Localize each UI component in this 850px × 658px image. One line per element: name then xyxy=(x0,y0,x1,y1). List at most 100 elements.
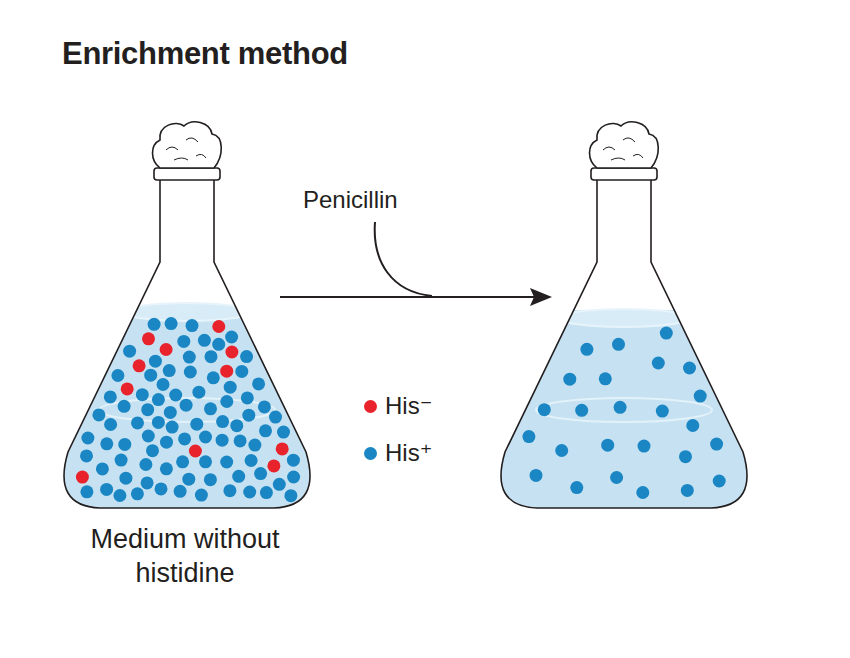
left-flask xyxy=(40,122,340,526)
bacterium-dot xyxy=(100,483,113,496)
bacterium-dot xyxy=(259,424,272,437)
bacterium-dot xyxy=(563,373,576,386)
bacterium-dot xyxy=(123,345,136,358)
bacterium-dot xyxy=(254,467,267,480)
process-arrow xyxy=(280,222,552,306)
bacterium-dot xyxy=(174,485,187,498)
bacterium-dot xyxy=(636,486,649,499)
bacterium-dot xyxy=(216,434,229,447)
bacterium-dot xyxy=(155,482,168,495)
bacterium-dot xyxy=(220,456,233,469)
diagram-title: Enrichment method xyxy=(62,36,348,72)
bacterium-dot xyxy=(599,372,612,385)
bacterium-dot xyxy=(225,331,238,344)
bacterium-dot xyxy=(184,366,197,379)
bacterium-dot xyxy=(240,350,253,363)
bacterium-dot xyxy=(169,389,182,402)
bacterium-dot xyxy=(245,454,258,467)
bacterium-dot xyxy=(656,405,669,418)
bacterium-dot xyxy=(160,436,173,449)
bacterium-dot xyxy=(96,462,109,475)
bacterium-dot xyxy=(76,471,89,484)
bacterium-dot xyxy=(241,391,254,404)
bacterium-dot xyxy=(652,357,665,370)
bacterium-dot xyxy=(92,408,105,421)
bacterium-dot xyxy=(141,476,154,489)
bacterium-dot xyxy=(276,442,289,455)
bacterium-dot xyxy=(183,351,196,364)
bacterium-dot xyxy=(248,439,261,452)
bacterium-dot xyxy=(235,365,248,378)
bacterium-dot xyxy=(273,478,286,491)
bacterium-dot xyxy=(204,473,217,486)
bacterium-dot xyxy=(660,327,673,340)
bacterium-dot xyxy=(212,338,225,351)
bacterium-dot xyxy=(220,395,233,408)
bacterium-dot xyxy=(160,462,173,475)
bacterium-dot xyxy=(612,338,625,351)
bacterium-dot xyxy=(686,419,699,432)
bacterium-dot xyxy=(131,487,144,500)
bacterium-dot xyxy=(195,489,208,502)
bacterium-dot xyxy=(258,400,271,413)
bacterium-dot xyxy=(267,459,280,472)
bacterium-dot xyxy=(136,388,149,401)
legend-swatch xyxy=(364,400,377,413)
legend-item: His⁺ xyxy=(364,439,432,467)
bacterium-dot xyxy=(232,470,245,483)
bacterium-dot xyxy=(242,409,255,422)
bacterium-dot xyxy=(220,365,233,378)
bacterium-dot xyxy=(180,399,193,412)
bacterium-dot xyxy=(100,437,113,450)
bacterium-dot xyxy=(141,403,154,416)
bacterium-dot xyxy=(142,332,155,345)
bacterium-dot xyxy=(199,431,212,444)
bacterium-dot xyxy=(115,454,128,467)
bacterium-dot xyxy=(223,484,236,497)
bacterium-dot xyxy=(131,416,144,429)
bacterium-dot xyxy=(149,355,162,368)
right-flask xyxy=(477,122,777,530)
bacterium-dot xyxy=(104,418,117,431)
bacterium-dot xyxy=(113,489,126,502)
bacterium-dot xyxy=(681,484,694,497)
bacterium-dot xyxy=(694,390,707,403)
bacterium-dot xyxy=(177,335,190,348)
bacterium-dot xyxy=(614,401,627,414)
bacterium-dot xyxy=(713,475,726,488)
bacterium-dot xyxy=(260,486,273,499)
bacterium-dot xyxy=(121,382,134,395)
bacterium-dot xyxy=(148,318,161,331)
legend-item: His⁻ xyxy=(364,392,432,420)
bacterium-dot xyxy=(601,439,614,452)
bacterium-dot xyxy=(205,350,218,363)
bacterium-dot xyxy=(165,317,178,330)
bacterium-dot xyxy=(142,430,155,443)
bacterium-dot xyxy=(80,449,93,462)
bacterium-dot xyxy=(287,471,300,484)
bacterium-dot xyxy=(212,320,225,333)
bacterium-dot xyxy=(192,386,205,399)
bacterium-dot xyxy=(152,393,165,406)
bacterium-dot xyxy=(164,406,177,419)
bacterium-dot xyxy=(104,390,117,403)
bacterium-dot xyxy=(224,381,237,394)
bacterium-dot xyxy=(186,319,199,332)
bacterium-dot xyxy=(216,415,229,428)
bacterium-dot xyxy=(176,455,189,468)
bacterium-dot xyxy=(710,438,723,451)
bacterium-dot xyxy=(118,400,131,413)
bacterium-dot xyxy=(133,359,146,372)
reagent-label: Penicillin xyxy=(300,186,401,214)
bacterium-dot xyxy=(580,343,593,356)
bacterium-dot xyxy=(207,371,220,384)
bacterium-dot xyxy=(163,364,176,377)
bacterium-dot xyxy=(189,445,202,458)
bacterium-dot xyxy=(152,416,165,429)
bacterium-dot xyxy=(166,421,179,434)
bacterium-dot xyxy=(575,404,588,417)
bacterium-dot xyxy=(199,455,212,468)
flask-caption: Medium without histidine xyxy=(70,522,300,590)
bacterium-dot xyxy=(144,369,157,382)
